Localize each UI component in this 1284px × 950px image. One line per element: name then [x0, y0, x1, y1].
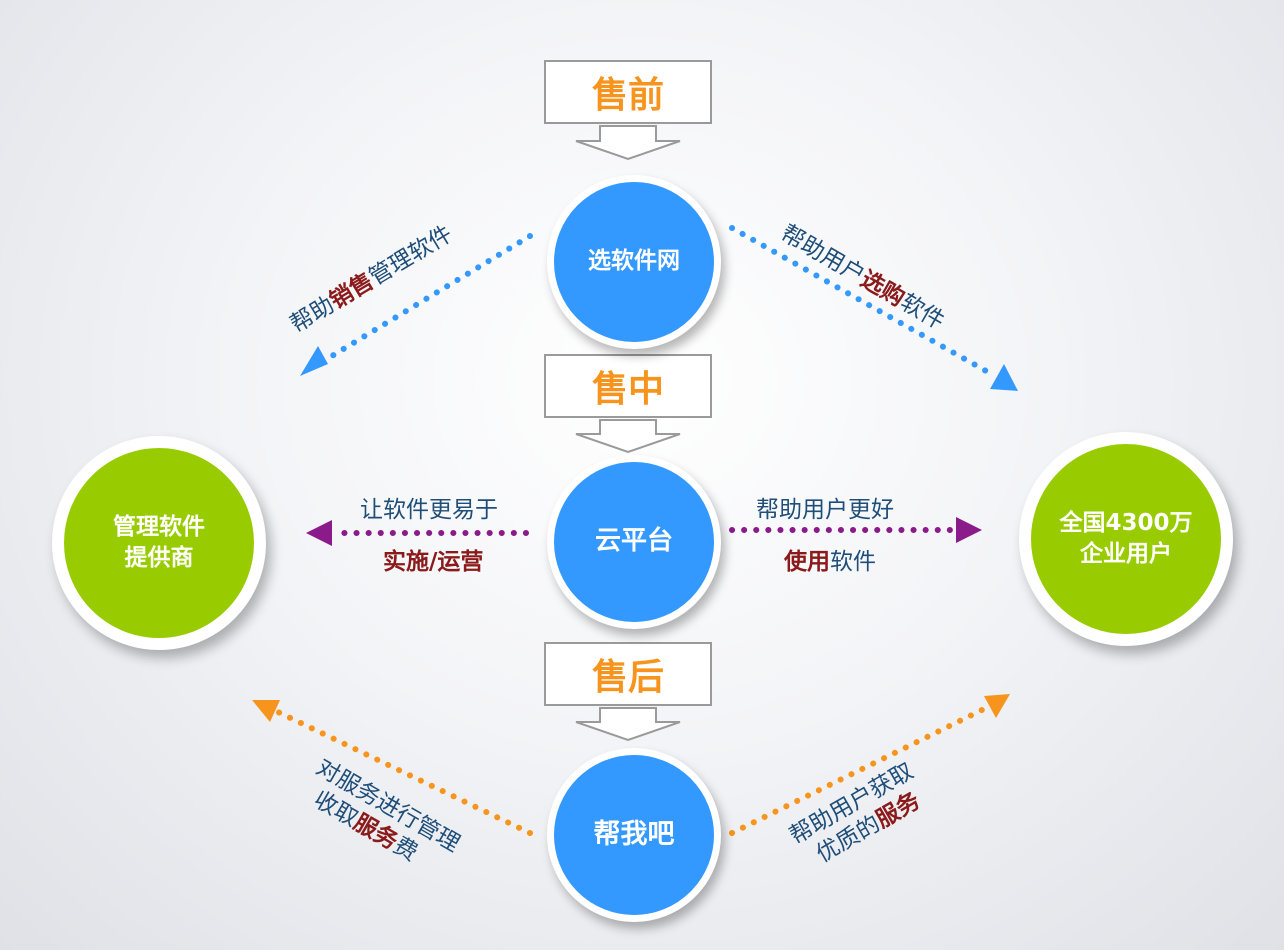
stage-mid-label: 售中: [591, 369, 664, 410]
stage-post-label: 售后: [591, 657, 664, 698]
mid-left-link-line1: 让软件更易于: [360, 497, 498, 523]
stage-arrows: [575, 125, 681, 742]
top-left-dotted-line: [319, 233, 533, 365]
arrow-left-up-icon: [252, 700, 280, 722]
mid-left-link-highlight: 实施/运营: [383, 549, 484, 575]
arrow-left-down-icon: [300, 346, 328, 376]
mid-left-link-label-2: 实施/运营: [383, 548, 483, 577]
platform-bottom-label: 帮我吧: [593, 818, 675, 850]
top-right-dotted-line: [729, 225, 998, 379]
top-dotted-lines: [319, 225, 998, 379]
bottom-right-dotted-line: [729, 704, 991, 836]
provider-label: 管理软件 提供商: [113, 513, 205, 571]
down-arrow-icon: [575, 707, 681, 742]
platform-top-label: 选软件网: [588, 248, 680, 275]
stage-pre-label: 售前: [591, 75, 664, 116]
down-arrow-icon: [575, 125, 681, 161]
stage-post-box: 售后: [544, 642, 712, 706]
stage-pre-box: 售前: [544, 60, 712, 124]
platform-middle-circle: 云平台: [547, 455, 721, 629]
arrow-right-up-icon: [984, 694, 1010, 718]
users-circle: 全国4300万 企业用户: [1019, 432, 1233, 646]
provider-circle: 管理软件 提供商: [52, 436, 266, 650]
down-arrow-icon: [575, 419, 681, 454]
bottom-left-dotted-line: [275, 709, 533, 836]
platform-middle-label: 云平台: [594, 526, 673, 557]
mid-right-link-label-2: 使用软件: [784, 548, 876, 577]
arrow-left-icon: [306, 520, 332, 546]
mid-right-link-line1: 帮助用户更好: [756, 497, 894, 523]
mid-dotted-lines: [333, 527, 959, 536]
mid-left-link-label: 让软件更易于: [360, 496, 498, 525]
mid-right-link-label: 帮助用户更好: [756, 496, 894, 525]
platform-bottom-circle: 帮我吧: [547, 748, 721, 922]
mid-right-link-post: 软件: [830, 549, 876, 575]
arrow-right-icon: [956, 517, 982, 543]
arrow-right-down-icon: [990, 364, 1018, 391]
platform-top-circle: 选软件网: [547, 175, 721, 349]
users-label: 全国4300万 企业用户: [1059, 509, 1193, 567]
mid-right-link-highlight: 使用: [784, 549, 830, 575]
bottom-dotted-lines: [275, 704, 991, 836]
stage-mid-box: 售中: [544, 354, 712, 418]
